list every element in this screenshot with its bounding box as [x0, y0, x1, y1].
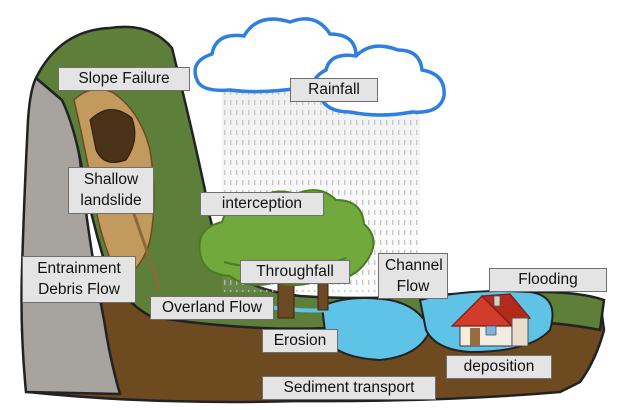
green-hillside	[34, 25, 606, 332]
deposition-label: deposition	[446, 355, 552, 379]
entrainment-debris-flow-label: Entrainment Debris Flow	[22, 256, 136, 303]
channel-flow-label: Channel Flow	[378, 253, 448, 299]
landslide-cavity	[89, 109, 136, 163]
shallow-landslide-label: Shallow landslide	[68, 167, 154, 214]
sediment-transport-label: Sediment transport	[262, 376, 436, 400]
erosion-label: Erosion	[262, 329, 338, 353]
overland-flow-label: Overland Flow	[150, 296, 274, 320]
slope-failure-label: Slope Failure	[58, 67, 190, 91]
throughfall-label: Throughfall	[240, 260, 350, 284]
house-icon	[450, 293, 531, 347]
interception-label: interception	[200, 192, 324, 216]
rainfall-label: Rainfall	[290, 78, 378, 102]
flooding-label: Flooding	[489, 268, 607, 292]
